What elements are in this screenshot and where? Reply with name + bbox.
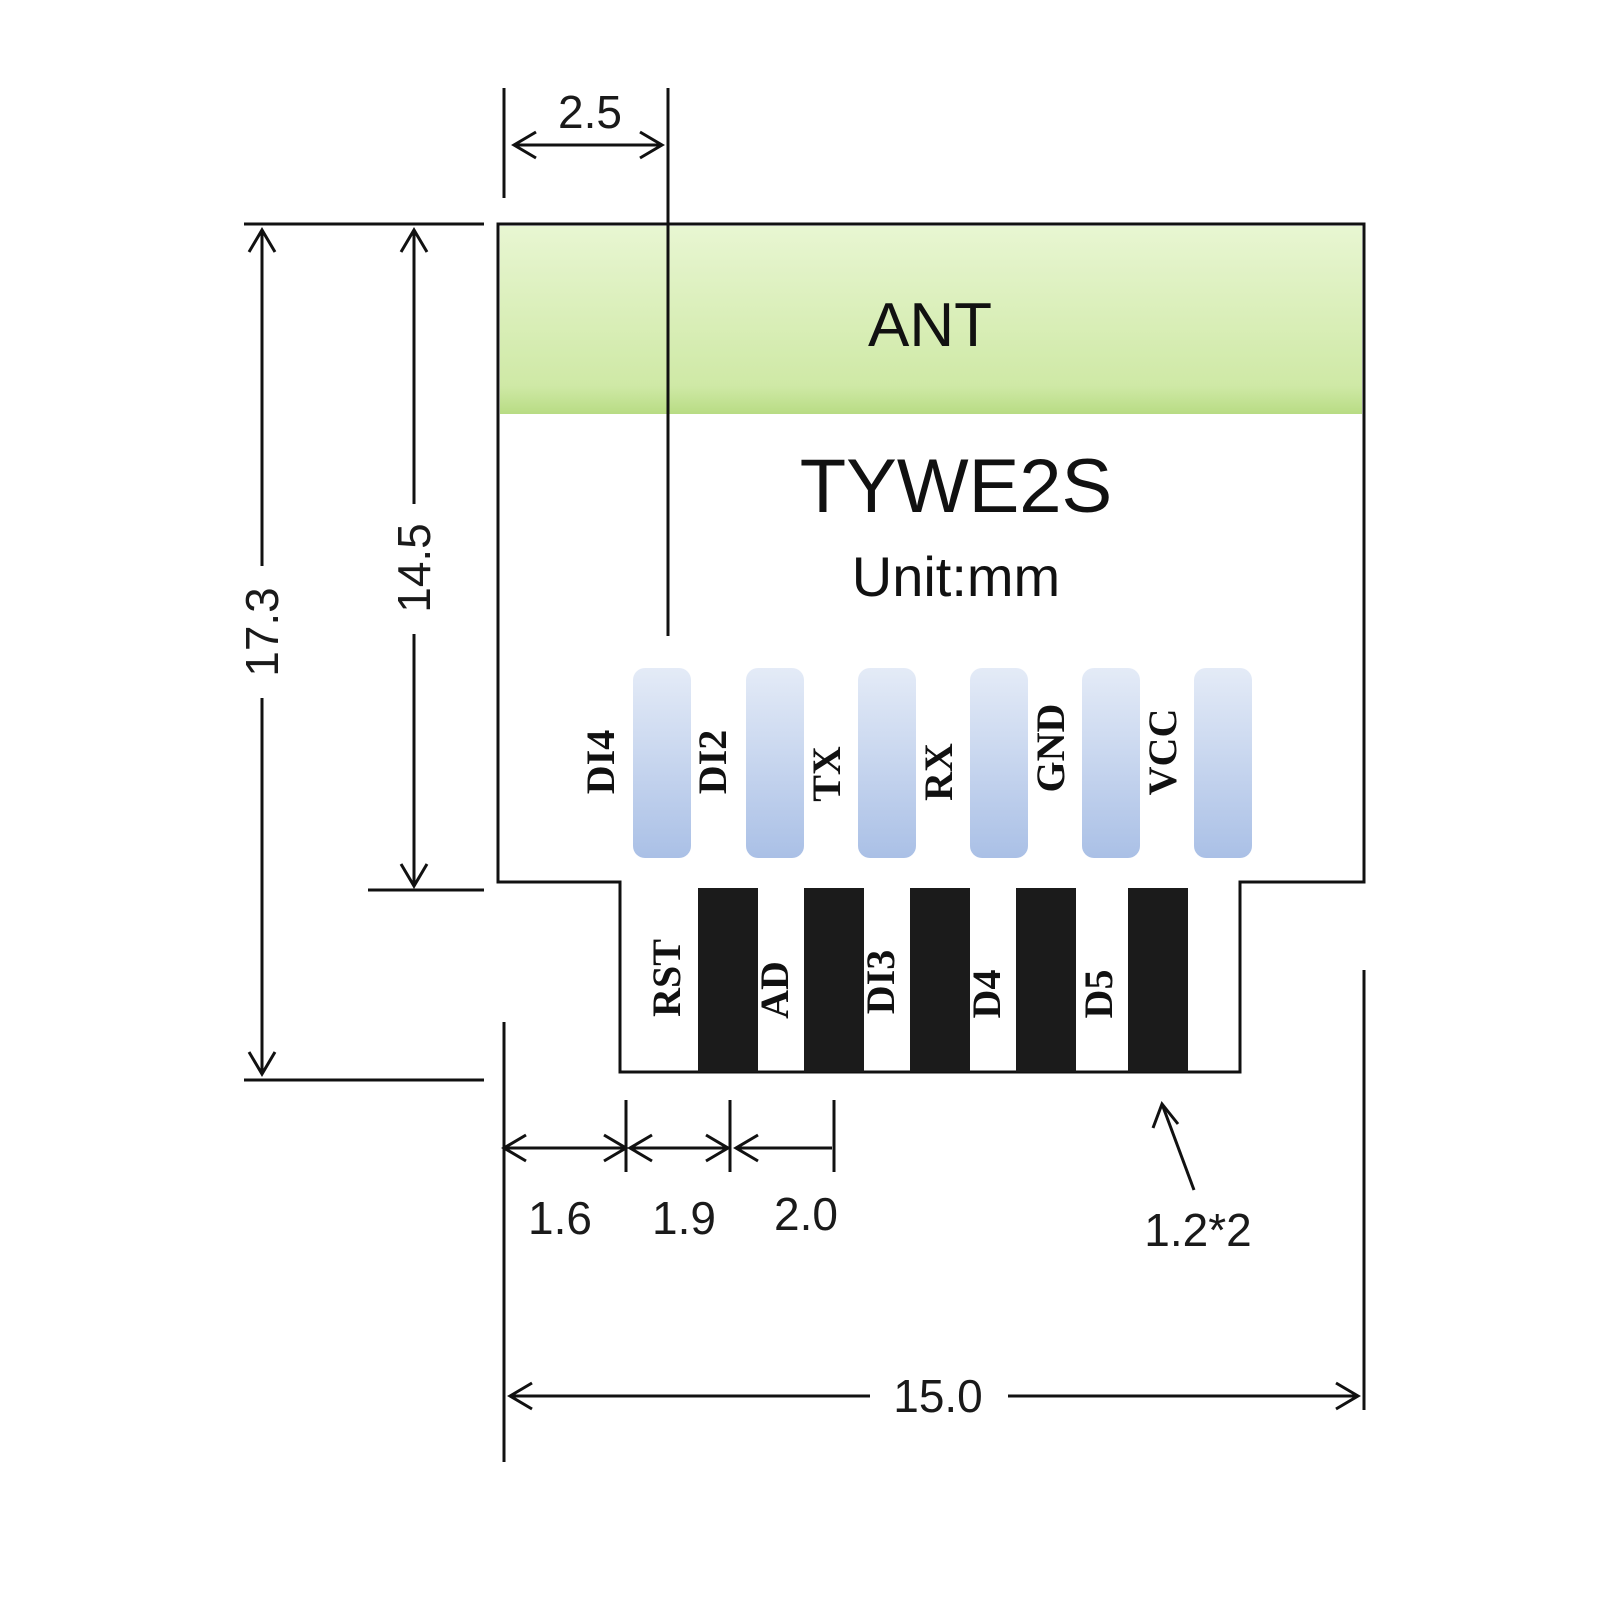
bottom-pad-2 — [804, 888, 864, 1072]
top-pad-6 — [1194, 668, 1252, 858]
dimension-labels: 2.5 17.3 14.5 1.6 1.9 2.0 1.2*2 15.0 — [236, 86, 1252, 1422]
antenna-area — [500, 226, 1362, 414]
top-pad-1 — [633, 668, 691, 858]
bottom-pad-3 — [910, 888, 970, 1072]
dim-label-first-pitch: 1.9 — [652, 1192, 716, 1244]
bottom-pads — [698, 888, 1188, 1072]
pin-label-d5: D5 — [1076, 970, 1121, 1019]
top-pad-3 — [858, 668, 916, 858]
pin-label-tx: TX — [804, 746, 849, 802]
pin-label-di3: DI3 — [858, 950, 903, 1014]
dim-label-total-height: 17.3 — [236, 587, 288, 677]
pin-label-rx: RX — [916, 743, 961, 801]
dim-label-antenna-offset: 2.5 — [558, 86, 622, 138]
bottom-pad-5 — [1128, 888, 1188, 1072]
pin-label-rst: RST — [644, 939, 689, 1017]
dim-label-total-width: 15.0 — [893, 1370, 983, 1422]
pin-label-gnd: GND — [1028, 704, 1073, 793]
module-model-label: TYWE2S — [800, 444, 1113, 529]
pin-label-di4: DI4 — [578, 730, 623, 794]
bottom-pad-4 — [1016, 888, 1076, 1072]
antenna-label: ANT — [868, 291, 992, 360]
top-pad-4 — [970, 668, 1028, 858]
pin-label-vcc: VCC — [1140, 709, 1185, 796]
bottom-pad-1 — [698, 888, 758, 1072]
top-pad-2 — [746, 668, 804, 858]
top-pad-5 — [1082, 668, 1140, 858]
pin-label-di2: DI2 — [690, 730, 735, 794]
dim-label-pad-size: 1.2*2 — [1144, 1204, 1251, 1256]
unit-label: Unit:mm — [852, 545, 1060, 608]
top-pads — [633, 668, 1252, 858]
dim-label-pin-pitch: 2.0 — [774, 1188, 838, 1240]
pin-label-ad: AD — [752, 961, 797, 1019]
pin-label-d4: D4 — [964, 970, 1009, 1019]
dim-label-edge-offset: 1.6 — [528, 1192, 592, 1244]
dim-label-body-height: 14.5 — [388, 523, 440, 613]
dimension-lines — [244, 88, 1366, 1462]
module-outline — [496, 222, 1366, 1074]
top-pin-labels: DI4 DI2 TX RX GND VCC — [578, 704, 1185, 802]
bottom-pin-labels: RST AD DI3 D4 D5 — [644, 939, 1121, 1019]
